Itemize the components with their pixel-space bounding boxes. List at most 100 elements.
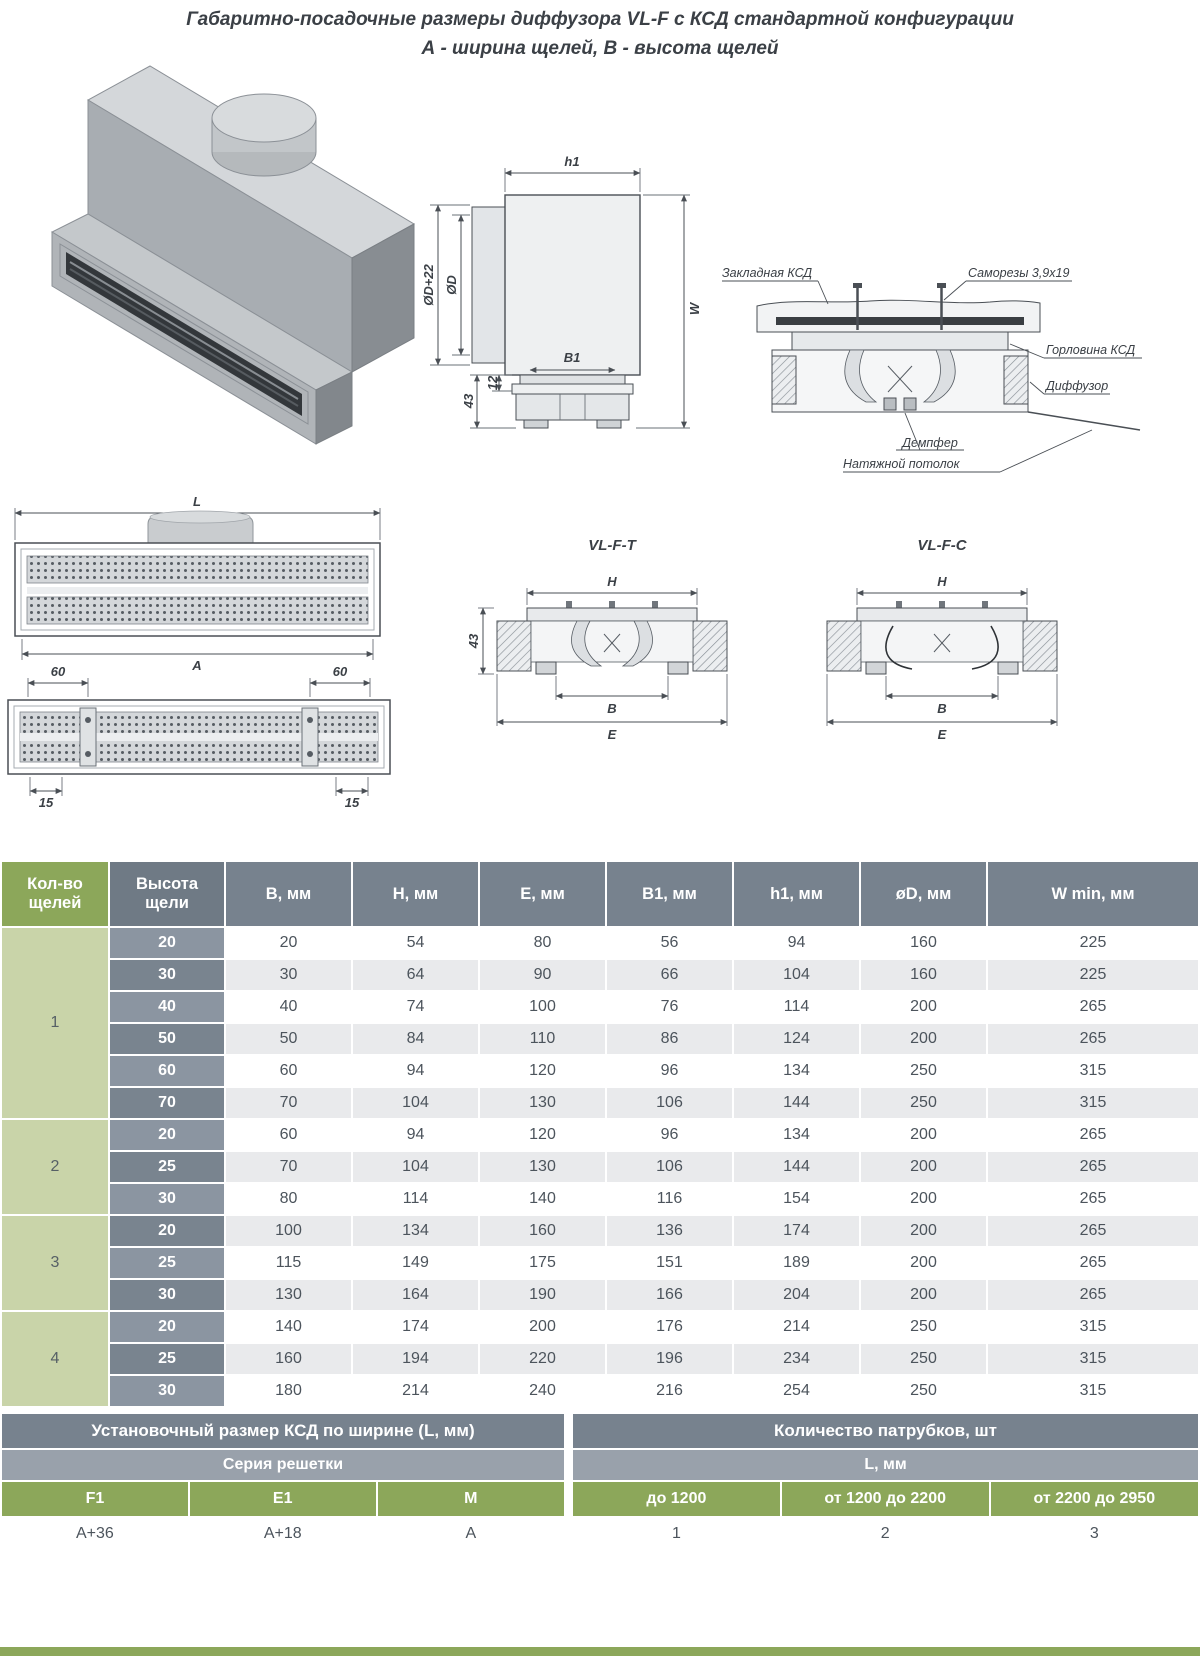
value-cell: 60 (226, 1120, 351, 1150)
value-cell: 134 (734, 1120, 859, 1150)
footer-accent-bar (0, 1647, 1200, 1656)
value-cell: 116 (607, 1184, 732, 1214)
column-header: h1, мм (734, 862, 859, 926)
column-header: W min, мм (988, 862, 1198, 926)
series-value-f1: A+36 (2, 1518, 188, 1550)
value-cell: 114 (353, 1184, 478, 1214)
branch-count-value-3: 3 (990, 1518, 1198, 1550)
value-cell: 250 (861, 1344, 986, 1374)
value-cell: 64 (353, 960, 478, 990)
value-cell: 189 (734, 1248, 859, 1278)
value-cell: 54 (353, 928, 478, 958)
length-subtitle: L, мм (573, 1450, 1198, 1480)
slot-height-cell: 40 (110, 992, 224, 1022)
value-cell: 56 (607, 928, 732, 958)
dim-label-A: A (191, 658, 201, 673)
value-cell: 144 (734, 1088, 859, 1118)
value-cell: 180 (226, 1376, 351, 1406)
spring-clip-left (885, 625, 913, 670)
value-cell: 80 (226, 1184, 351, 1214)
value-cell: 265 (988, 1248, 1198, 1278)
value-cell: 315 (988, 1088, 1198, 1118)
slot-height-cell: 60 (110, 1056, 224, 1086)
value-cell: 315 (988, 1376, 1198, 1406)
value-cell: 166 (607, 1280, 732, 1310)
value-cell: 196 (607, 1344, 732, 1374)
value-cell: 160 (480, 1216, 605, 1246)
column-header: E, мм (480, 862, 605, 926)
install-size-table: Установочный размер КСД по ширине (L, мм… (0, 1412, 566, 1552)
value-cell: 144 (734, 1152, 859, 1182)
branch-count-table: Количество патрубков, шт L, мм до 1200 о… (571, 1412, 1200, 1552)
value-cell: 265 (988, 1184, 1198, 1214)
value-cell: 130 (480, 1088, 605, 1118)
value-cell: 265 (988, 1120, 1198, 1150)
value-cell: 100 (480, 992, 605, 1022)
value-cell: 265 (988, 1152, 1198, 1182)
series-value-m: A (377, 1518, 564, 1550)
value-cell: 174 (734, 1216, 859, 1246)
grille-series-subtitle: Серия решетки (2, 1450, 564, 1480)
value-cell: 250 (861, 1056, 986, 1086)
value-cell: 214 (734, 1312, 859, 1342)
value-cell: 104 (734, 960, 859, 990)
dim-label-h1: h1 (564, 154, 579, 169)
series-header-f1: F1 (2, 1482, 188, 1516)
vlft-dim-b: B (607, 701, 616, 716)
value-cell: 175 (480, 1248, 605, 1278)
value-cell: 200 (861, 992, 986, 1022)
dim-label-43: 43 (461, 393, 476, 409)
value-cell: 136 (607, 1216, 732, 1246)
value-cell: 176 (607, 1312, 732, 1342)
vlft-drawing: VL-F-T H 43 B (466, 537, 728, 742)
value-cell: 100 (226, 1216, 351, 1246)
value-cell: 225 (988, 960, 1198, 990)
mounting-bracket-right (301, 707, 319, 767)
column-header: B, мм (226, 862, 351, 926)
value-cell: 114 (734, 992, 859, 1022)
value-cell: 96 (607, 1120, 732, 1150)
series-header-m: M (377, 1482, 564, 1516)
value-cell: 200 (861, 1280, 986, 1310)
value-cell: 200 (861, 1216, 986, 1246)
value-cell: 140 (480, 1184, 605, 1214)
value-cell: 50 (226, 1024, 351, 1054)
column-header: Высота щели (110, 862, 224, 926)
value-cell: 265 (988, 1024, 1198, 1054)
diffuser-body (771, 349, 1029, 413)
value-cell: 110 (480, 1024, 605, 1054)
value-cell: 200 (861, 1120, 986, 1150)
screw-left (853, 283, 862, 330)
length-range-header-3: от 2200 до 2950 (990, 1482, 1198, 1516)
value-cell: 250 (861, 1376, 986, 1406)
dim-label-dD: ØD (444, 275, 459, 295)
page-title: Габаритно-посадочные размеры диффузора V… (0, 6, 1200, 63)
damper-part (883, 397, 897, 411)
side-view-drawing: h1 W ØD ØD+22 B1 43 12 (421, 154, 702, 429)
value-cell: 120 (480, 1056, 605, 1086)
dim-label-L: L (193, 494, 201, 509)
value-cell: 220 (480, 1344, 605, 1374)
page-title-line2: А - ширина щелей, В - высота щелей (421, 37, 779, 59)
value-cell: 154 (734, 1184, 859, 1214)
value-cell: 265 (988, 1280, 1198, 1310)
value-cell: 315 (988, 1056, 1198, 1086)
value-cell: 240 (480, 1376, 605, 1406)
stretch-ceiling-line (1027, 411, 1141, 431)
value-cell: 149 (353, 1248, 478, 1278)
slot-height-cell: 25 (110, 1248, 224, 1278)
slot-height-cell: 30 (110, 1184, 224, 1214)
series-value-e1: A+18 (189, 1518, 376, 1550)
value-cell: 104 (353, 1152, 478, 1182)
dim-label-dD22: ØD+22 (421, 263, 436, 305)
value-cell: 76 (607, 992, 732, 1022)
value-cell: 90 (480, 960, 605, 990)
callout-screws: Саморезы 3,9х19 (968, 266, 1069, 280)
value-cell: 315 (988, 1312, 1198, 1342)
branch-count-value-1: 1 (573, 1518, 780, 1550)
